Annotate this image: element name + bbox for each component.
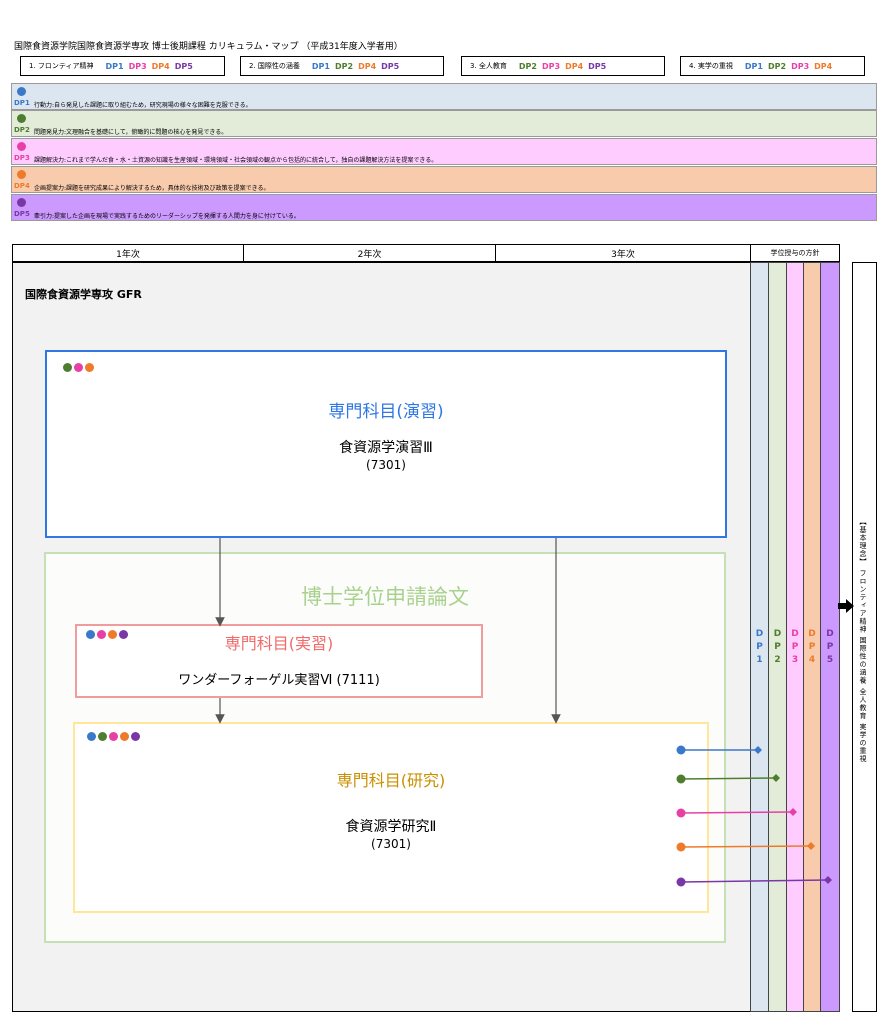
principle-dp: DP3 — [791, 61, 810, 71]
dp-row-4: DP4 企画提案力:課題を研究成果により解決するため，具体的な技術及び政策を提案… — [11, 166, 877, 193]
dp3-dot-icon — [97, 630, 106, 639]
course-practice: 専門科目(実習) ワンダーフォーゲル実習Ⅵ (7111) — [75, 624, 483, 698]
dp-label: DP1 — [14, 99, 30, 107]
thesis-label: 博士学位申請論文 — [301, 585, 469, 609]
dp-dots — [63, 363, 94, 372]
course-category: 専門科目(実習) — [224, 634, 334, 653]
basic-philosophy-box: 【基本理念】 フロンティア精神 国際性の涵養 全人教育 実学の重視 — [852, 262, 877, 1012]
course-code: (7301) — [371, 837, 411, 851]
principle-dp: DP4 — [358, 61, 377, 71]
dp-row-3: DP3 課題解決力:これまで学んだ食・水・土資源の知識を生産領域・環境領域・社会… — [11, 138, 877, 165]
dp-label: DP2 — [14, 126, 30, 134]
dp4-dot-icon — [108, 630, 117, 639]
page-title: 国際食資源学院国際食資源学専攻 博士後期課程 カリキュラム・マップ （平成31年… — [14, 42, 403, 52]
dp3-dot-icon — [17, 142, 26, 151]
dp4-dot-icon — [17, 170, 26, 179]
principle-dp: DP1 — [311, 61, 330, 71]
year-header-2: 2年次 — [243, 244, 496, 262]
dp-row-5: DP5 牽引力:提案した企画を現場で実践するためのリーダーシップを発揮する人間力… — [11, 194, 877, 221]
principle-dp: DP2 — [767, 61, 787, 71]
dp3-dot-icon — [109, 732, 118, 741]
dp5-dot-icon — [119, 630, 128, 639]
principle-dp: DP1 — [744, 61, 763, 71]
dp2-dot-icon — [98, 732, 107, 741]
dp1-dot-icon — [87, 732, 96, 741]
principle-label: 2. 国際性の涵養 — [249, 62, 300, 70]
principle-dp: DP2 — [334, 61, 354, 71]
principle-dp: DP3 — [541, 61, 561, 71]
course-category: 専門科目(演習) — [328, 402, 444, 422]
year-header-3: 3年次 — [495, 244, 751, 262]
dp-row-1: DP1 行動力:自ら発見した課題に取り組むため，研究現場の様々な困難を克服できる… — [11, 83, 877, 110]
course-research: 専門科目(研究) 食資源学研究Ⅱ (7301) — [73, 722, 709, 913]
dp2-dot-icon — [17, 114, 26, 123]
principle-dp: DP5 — [381, 61, 400, 71]
principle-dp: DP3 — [128, 61, 147, 71]
principle-label: 1. フロンティア精神 — [29, 62, 94, 70]
dp-dots — [86, 630, 128, 639]
principle-box-1: 1. フロンティア精神 DP1 DP3 DP4 DP5 — [20, 56, 225, 76]
policy-header: 学位授与の方針 — [750, 244, 840, 262]
dp4-dot-icon — [85, 363, 94, 372]
dp-label: DP4 — [14, 182, 30, 190]
dp-description: 企画提案力:課題を研究成果により解決するため，具体的な技術及び政策を提案できる。 — [34, 185, 270, 192]
dp2-dot-icon — [63, 363, 72, 372]
principle-dp: DP4 — [565, 61, 584, 71]
principle-dp: DP5 — [588, 61, 607, 71]
principle-dp: DP2 — [518, 61, 537, 71]
basic-philosophy-text: 【基本理念】 フロンティア精神 国際性の涵養 全人教育 実学の重視 — [859, 518, 867, 763]
course-name: 食資源学研究Ⅱ — [345, 819, 437, 835]
dp4-dot-icon — [120, 732, 129, 741]
right-arrow-icon — [838, 599, 854, 613]
principle-dp: DP4 — [151, 61, 170, 71]
dp1-dot-icon — [86, 630, 95, 639]
dp-dots — [87, 732, 140, 741]
dp-row-2: DP2 問題発見力:文理融合を基礎にして，俯瞰的に問題の核心を発見できる。 — [11, 110, 877, 137]
principle-box-3: 3. 全人教育 DP2 DP3 DP4 DP5 — [461, 56, 665, 76]
principle-label: 3. 全人教育 — [470, 62, 507, 70]
principle-dp: DP4 — [814, 61, 833, 71]
year-header-1: 1年次 — [12, 244, 244, 262]
principle-label: 4. 実学の重視 — [689, 62, 733, 70]
dp-label: DP5 — [14, 210, 30, 218]
dp-description: 行動力:自ら発見した課題に取り組むため，研究現場の様々な困難を克服できる。 — [34, 102, 252, 109]
course-name: ワンダーフォーゲル実習Ⅵ (7111) — [178, 673, 380, 688]
course-category: 専門科目(研究) — [336, 771, 446, 790]
course-code: (7301) — [366, 458, 406, 472]
dp-description: 牽引力:提案した企画を現場で実践するためのリーダーシップを発揮する人間力を身に付… — [34, 213, 300, 220]
course-exercise: 専門科目(演習) 食資源学演習Ⅲ (7301) — [45, 350, 727, 538]
dp-label: DP3 — [14, 154, 30, 162]
dp5-dot-icon — [131, 732, 140, 741]
course-name: 食資源学演習Ⅲ — [339, 440, 433, 456]
principle-box-4: 4. 実学の重視 DP1 DP2 DP3 DP4 — [680, 56, 865, 76]
dp5-dot-icon — [17, 198, 26, 207]
program-label: 国際食資源学専攻 GFR — [25, 288, 142, 301]
dp3-dot-icon — [74, 363, 83, 372]
dp-description: 問題発見力:文理融合を基礎にして，俯瞰的に問題の核心を発見できる。 — [34, 129, 228, 136]
principle-box-2: 2. 国際性の涵養 DP1 DP2 DP4 DP5 — [240, 56, 444, 76]
dp1-dot-icon — [17, 87, 26, 96]
dp-description: 課題解決力:これまで学んだ食・水・土資源の知識を生産領域・環境領域・社会領域の観… — [34, 157, 438, 164]
principle-dp: DP5 — [174, 61, 193, 71]
principle-dp: DP1 — [105, 61, 124, 71]
